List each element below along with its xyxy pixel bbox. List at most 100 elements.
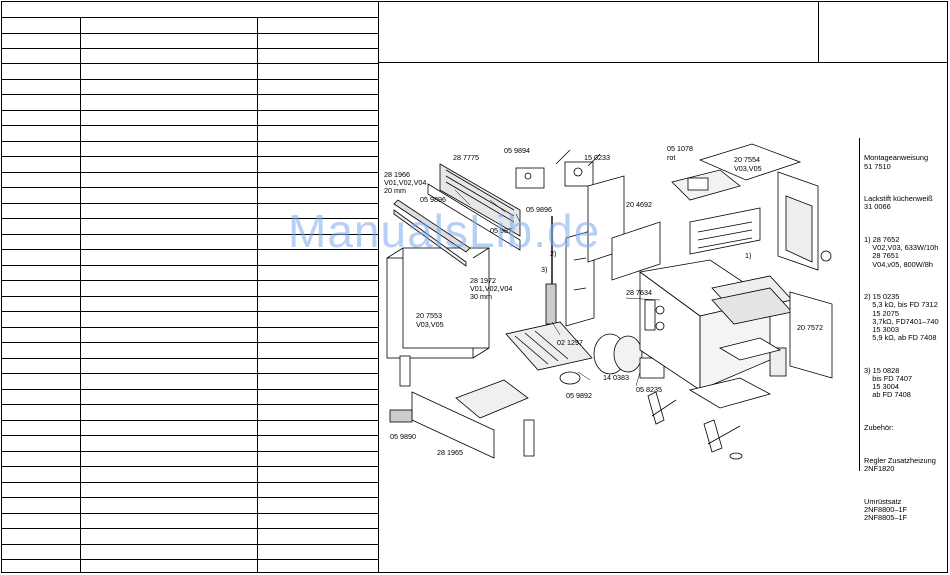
part-label-v010204a: V01,V02,V04 (384, 178, 426, 187)
table-row-line (1, 187, 379, 188)
part-label-p021297: 02 1297 (557, 338, 583, 347)
accessory-2-number-b: 2NF8805–1F (864, 512, 908, 522)
table-row-line (1, 528, 379, 529)
paint-title: Lackstift küchenweiß (864, 194, 933, 204)
table-row-line (1, 172, 379, 173)
footnote-3-line: bis FD 7407 (864, 374, 913, 384)
part-label-mm20: 20 mm (384, 186, 406, 195)
part-label-v010204b: V01,V02,V04 (470, 284, 512, 293)
table-row-line (1, 296, 379, 297)
part-label-p051078: 05 1078 (667, 144, 693, 153)
part-label-p059896b: 05 9896 (526, 205, 552, 214)
stand-legs (647, 391, 743, 460)
table-row-line (1, 110, 379, 111)
table-column-line (80, 17, 81, 573)
accessories-heading: Zubehör: (864, 423, 894, 433)
table-row-line (1, 249, 379, 250)
mount-bracket (565, 229, 595, 327)
part-label-p059894: 05 9894 (504, 146, 530, 155)
table-row-line (1, 63, 379, 64)
table-row-line (1, 451, 379, 452)
part-label-p140383: 14 0383 (603, 373, 629, 382)
top-cover (671, 143, 802, 201)
footnote-1-line: 1) 28 7652 (864, 235, 900, 245)
part-label-p059890: 05 9890 (390, 432, 416, 441)
part-label-v0305b: V03,V05 (416, 320, 444, 329)
footnote-1-line: V04,v05, 800W/8h (864, 259, 934, 269)
part-label-n3: 3) (541, 265, 547, 274)
table-row-line (1, 389, 379, 390)
footnote-2: 2) 15 0235 5,3 kΩ, bis FD 7312 15 2075 3… (864, 293, 948, 342)
part-label-p150233: 15 0233 (584, 153, 610, 162)
fan-motor (559, 333, 665, 385)
control-panel (427, 163, 521, 251)
table-row-line (1, 497, 379, 498)
table-row-line (1, 342, 379, 343)
title-block (379, 1, 948, 63)
side-panels (587, 175, 661, 281)
table-row-line (1, 79, 379, 80)
watermark: ManualsLib.de (288, 205, 601, 257)
part-label-p287634: 28 7634 (626, 288, 652, 297)
part-label-n2: 2) (550, 249, 556, 258)
table-row-line (1, 435, 379, 436)
part-label-p204692: 20 4692 (626, 200, 652, 209)
table-row-line (1, 48, 379, 49)
table-row-line (1, 559, 379, 560)
accessory-2-title: Umrüstsatz (864, 496, 902, 506)
table-row-line (1, 544, 379, 545)
side-cover-right (769, 291, 833, 379)
part-label-p287775: 28 7775 (453, 153, 479, 162)
footnote-2-line: 5,9 kΩ, ab FD 7408 (864, 333, 937, 343)
table-row-line (1, 125, 379, 126)
footnote-2-line: 2) 15 0235 (864, 292, 900, 302)
table-row-line (1, 311, 379, 312)
table-row-line (1, 156, 379, 157)
table-row-line (1, 203, 379, 204)
table-row-line (1, 17, 379, 18)
front-panel (386, 247, 490, 359)
part-label-p207553: 20 7553 (416, 311, 442, 320)
table-row-line (1, 280, 379, 281)
table-row-line (1, 94, 379, 95)
part-label-p059897: 05 987 (490, 226, 512, 235)
footnote-2-line: 15 2075 (864, 308, 899, 318)
housing-cabinet (639, 259, 771, 391)
table-row-line (1, 373, 379, 374)
part-label-p058235: 05 8235 (636, 385, 662, 394)
paint-number: 31 0066 (864, 202, 891, 212)
accessory-1-number: 2NF1820 (864, 463, 895, 473)
table-row-line (1, 218, 379, 219)
notes-rule (859, 138, 860, 471)
accessory-1-title: Regler Zusatzheizung (864, 455, 936, 465)
table-row-line (1, 358, 379, 359)
thermostat-parts (515, 149, 601, 189)
part-label-p281965: 28 1965 (437, 448, 463, 457)
table-row-line (1, 33, 379, 34)
table-row-line (1, 265, 379, 266)
part-label-rot: rot (667, 153, 675, 162)
footnote-1: 1) 28 7652 V02,V03, 633W/10h 28 7651 V04… (864, 235, 948, 269)
table-column-line (257, 17, 258, 573)
part-label-mm30: 30 mm (470, 292, 492, 301)
table-row-line (1, 234, 379, 235)
part-label-p059896a: 05 9896 (420, 195, 446, 204)
base-plate (688, 337, 782, 409)
title-block-divider (818, 1, 819, 63)
footnote-1-line: V02,V03, 633W/10h (864, 243, 939, 253)
footnote-2-line: 5,3 kΩ, bis FD 7312 (864, 300, 938, 310)
table-row-line (1, 513, 379, 514)
table-row-line (1, 327, 379, 328)
footnote-2-line: 3,7kΩ, FD7401–740 (864, 316, 939, 326)
table-row-line (1, 482, 379, 483)
parts-list-table (1, 1, 379, 573)
part-label-p059892: 05 9892 (566, 391, 592, 400)
table-row-line (1, 141, 379, 142)
